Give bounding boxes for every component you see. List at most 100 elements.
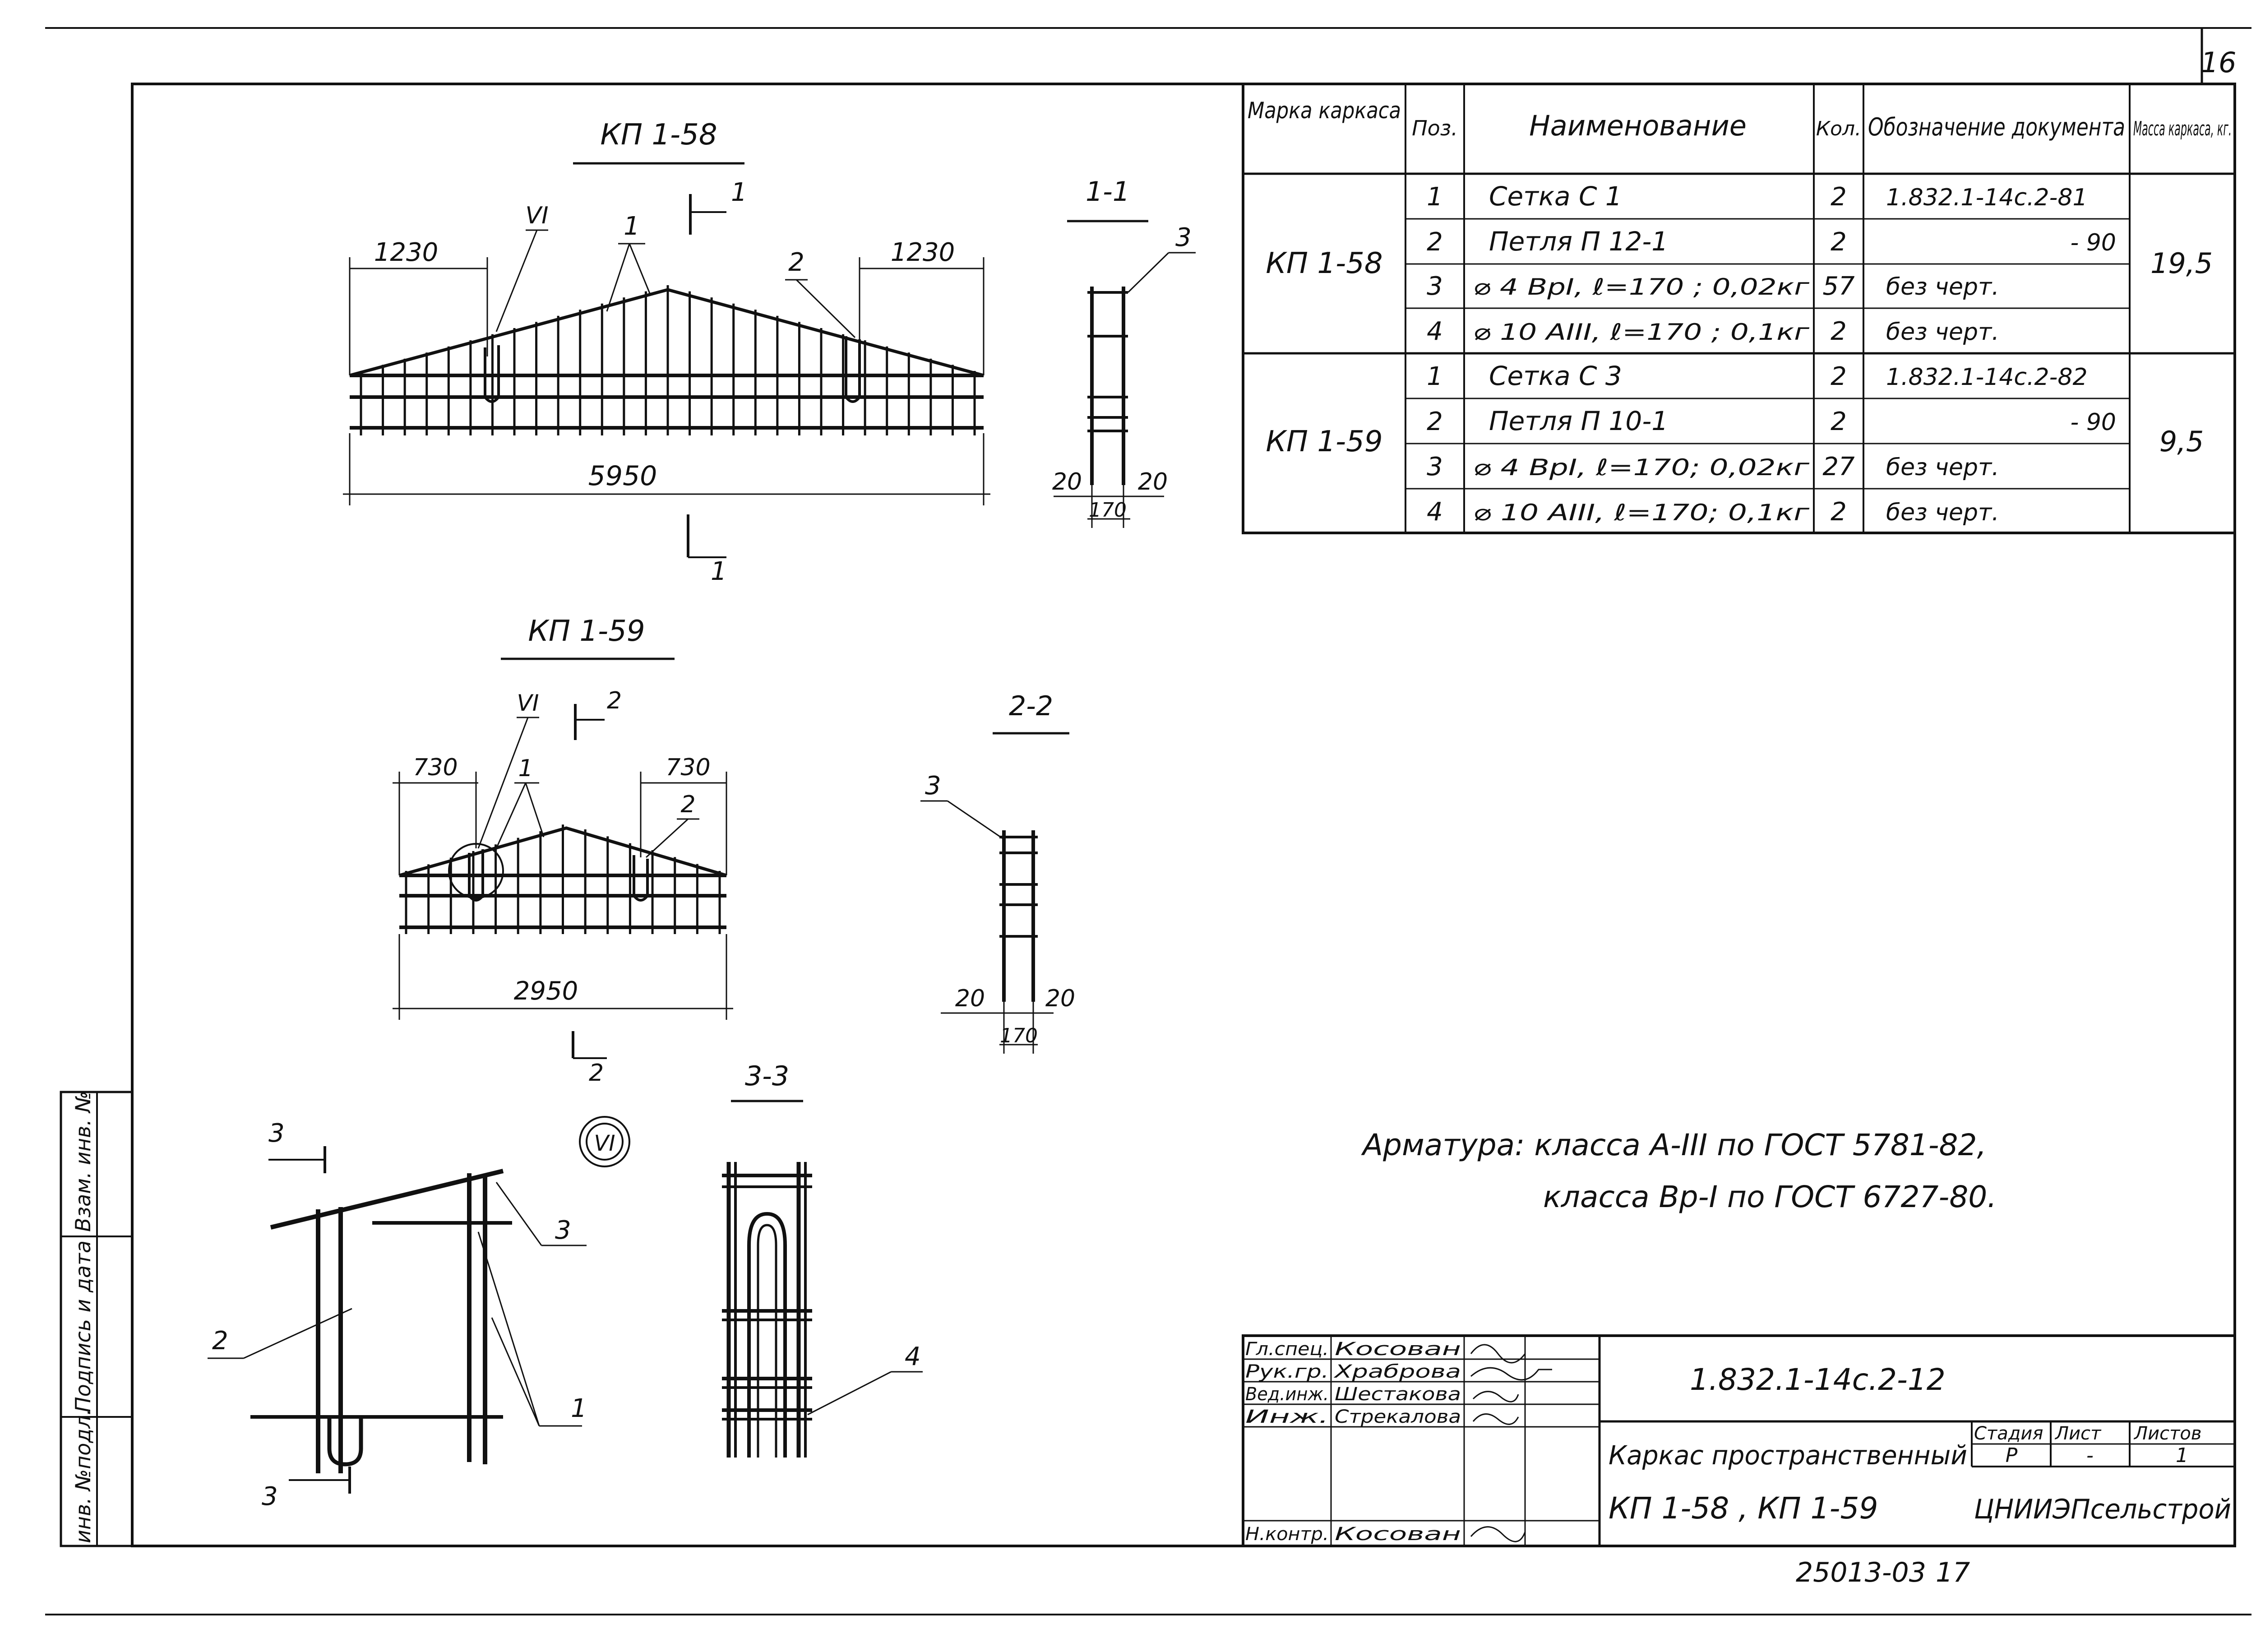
spec-g2-r3-qty: 27 [1822,452,1855,481]
tb-name-0: Косован [1335,1339,1461,1360]
spec-header-doc: Обозначение документа [1868,113,2125,141]
section-1-1-dim-right: 20 [1138,468,1168,495]
section-1-1-title: 1-1 [1086,176,1130,208]
reinforcement-note: Арматура: класса А-III по ГОСТ 5781-82, … [1361,1128,1997,1214]
spec-g2-r1-name: Сетка С 3 [1489,361,1622,391]
tb-name-3: Стрекалова [1335,1407,1461,1427]
spec-g2-r2-doc: - 90 [2071,409,2116,436]
kp1-59-title: КП 1-59 [528,615,645,648]
side-vzam: Взам. инв. № [71,1091,95,1232]
kp1-59-node-label: VI [517,690,539,716]
spec-g1-r1-doc: 1.832.1-14с.2-81 [1886,184,2088,211]
tb-object-title-1: Каркас пространственный [1609,1440,1967,1471]
title-block: Гл.спец. Косован Рук.гр. Храброва Вед.ин… [1242,1334,2236,1547]
spec-g2-r1-qty: 2 [1831,362,1847,391]
note-line-2: класса Вр-I по ГОСТ 6727-80. [1543,1180,1997,1214]
spec-g2-r1-doc: 1.832.1-14с.2-82 [1886,364,2088,391]
spec-g1-r4-doc: без черт. [1886,319,1999,346]
spec-g1-r1-qty: 2 [1831,182,1847,212]
kp1-59-loop-left [468,849,484,902]
spec-g2-r4-pos: 4 [1427,497,1443,527]
tb-sheets-label: Листов [2133,1423,2201,1444]
drawing-kp1-59: КП 1-59 730 730 2950 VI 1 2 [393,615,733,1087]
spec-header-qty: Кол. [1816,117,1861,140]
kp1-58-loop-right [845,336,861,403]
kp1-58-loop-left [484,345,500,403]
section-3-3: 3-3 4 [722,1060,923,1458]
spec-g1-r4-name: ⌀ 10 АIII, ℓ=170 ; 0,1кг [1473,319,1810,345]
spec-header-pos: Поз. [1412,116,1458,140]
spec-g1-r1-name: Сетка С 1 [1489,181,1622,212]
spec-group-1-mark: КП 1-58 [1266,247,1382,280]
tb-role-1: Рук.гр. [1245,1361,1329,1382]
signature-3 [1472,1413,1519,1425]
side-stamp: инв. №подл. Подпись и дата Взам. инв. № [60,1091,134,1547]
node-vi-section-top: 3 [268,1119,285,1148]
spec-g2-r4-qty: 2 [1831,497,1847,527]
signature-1 [1470,1367,1552,1381]
section-2-2-title: 2-2 [1009,690,1053,722]
spec-g1-r3-pos: 3 [1427,272,1443,301]
section-1-1: 1-1 3 20 20 170 [1052,176,1196,528]
spec-group-2-mass: 9,5 [2159,425,2204,458]
tb-name-1: Храброва [1333,1361,1461,1382]
bottom-page: 17 [1936,1557,1970,1588]
node-vi-label: VI [594,1131,615,1156]
tb-name-2: Шестакова [1335,1384,1461,1405]
kp1-59-vertical-bars [405,824,721,934]
tb-role-0: Гл.спец. [1245,1339,1329,1360]
sheet-number-box: 16 [2201,28,2236,85]
spec-group-1-mass: 19,5 [2150,247,2213,280]
section-3-3-title: 3-3 [745,1060,789,1092]
kp1-59-pos-2: 2 [680,791,695,818]
spec-g1-r2-pos: 2 [1427,227,1443,257]
tb-stage-value: Р [2006,1444,2018,1467]
section-2-2-dim-width: 170 [1000,1024,1038,1047]
kp1-58-vertical-bars [360,285,976,435]
kp1-59-dim-left: 730 [413,754,458,781]
section-2-2-dim-right: 20 [1045,985,1075,1012]
kp1-59-dim-total: 2950 [514,976,578,1006]
node-vi-pos-2: 2 [212,1326,228,1356]
tb-sheet-label: Лист [2054,1423,2102,1444]
section-3-3-pos: 4 [905,1342,921,1371]
kp1-58-section-top: 1 [731,178,747,207]
spec-header-mark-1: Марка каркаса [1248,97,1401,124]
spec-g1-r3-qty: 57 [1822,272,1855,301]
drawing-kp1-58: КП 1-58 1230 1230 5950 VI 1 [343,118,990,586]
spec-g2-r4-doc: без черт. [1886,499,1999,526]
drawing-frame [131,83,2236,1547]
spec-g2-r3-name: ⌀ 4 ВрI, ℓ=170; 0,02кг [1473,454,1810,481]
spec-g2-r2-qty: 2 [1831,407,1847,436]
spec-g1-r3-name: ⌀ 4 ВрI, ℓ=170 ; 0,02кг [1473,274,1810,300]
section-1-1-pos: 3 [1175,223,1192,252]
signature-4 [1470,1526,1526,1542]
spec-g2-r3-pos: 3 [1427,452,1443,481]
kp1-59-section-bottom: 2 [589,1060,604,1087]
kp1-58-dim-right: 1230 [891,238,955,267]
side-podpis: Подпись и дата [71,1240,95,1412]
node-vi-pos-3: 3 [555,1216,571,1245]
tb-sheet-value: - [2086,1444,2094,1467]
spec-g1-r1-pos: 1 [1427,182,1443,212]
kp1-59-section-top: 2 [607,687,622,714]
spec-g2-r2-name: Петля П 10-1 [1489,406,1668,436]
kp1-58-dim-left: 1230 [374,238,439,267]
tb-role-3: Инж. [1245,1407,1329,1427]
kp1-58-pos-2: 2 [788,248,804,277]
spec-g1-r4-qty: 2 [1831,317,1847,346]
tb-object-title-2: КП 1-58 , КП 1-59 [1609,1491,1878,1526]
node-vi-detail: VI 3 3 3 2 1 [208,1116,630,1511]
signature-2 [1472,1391,1519,1402]
spec-g1-r2-qty: 2 [1831,227,1847,257]
section-1-1-dim-width: 170 [1089,499,1127,522]
kp1-58-pos-1: 1 [624,212,640,241]
tb-document-code: 1.832.1-14с.2-12 [1690,1362,1946,1397]
node-vi-section-bottom: 3 [262,1482,278,1511]
spec-g1-r4-pos: 4 [1427,317,1443,346]
kp1-58-dim-total: 5950 [588,460,657,492]
spec-g1-r3-doc: без черт. [1886,273,1999,301]
spec-g2-r4-name: ⌀ 10 АIII, ℓ=170; 0,1кг [1473,500,1810,526]
section-2-2: 2-2 3 20 20 170 [920,690,1075,1054]
